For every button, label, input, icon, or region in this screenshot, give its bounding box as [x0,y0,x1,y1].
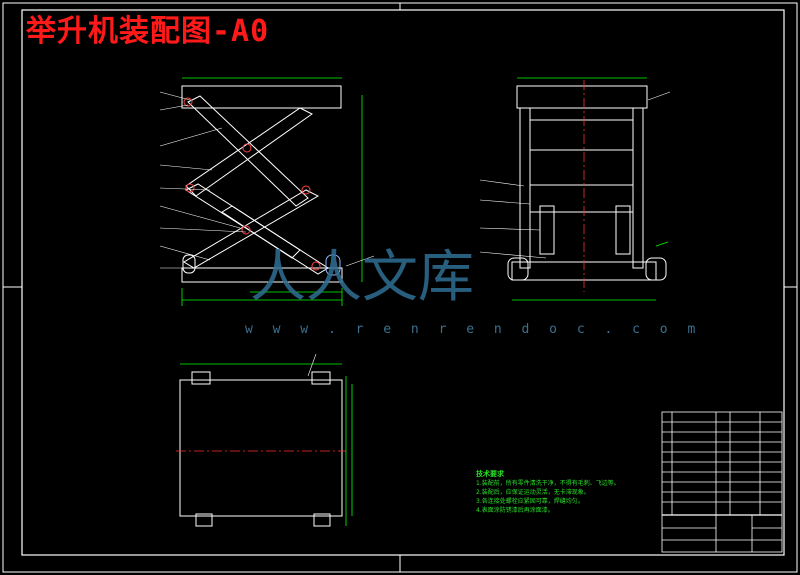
tech-line: 3.各连接处螺栓应紧固可靠，焊缝均匀。 [476,498,584,505]
drawing-title: 举升机装配图-A0 [26,14,270,49]
leader [159,164,213,171]
base-frame [181,267,343,283]
pivot-pin [241,225,251,235]
scissor-arm-a [187,95,309,207]
title-block [661,411,783,553]
leader [159,187,211,191]
side-view [507,85,667,281]
hydraulic-cylinder [221,205,301,259]
side-platform [516,85,648,109]
leader-lines [159,91,375,269]
side-roller-right [645,257,667,281]
leader [307,353,317,377]
side-post-right [632,107,644,269]
top-bracket [313,513,331,527]
tech-heading: 技术要求 [476,470,504,478]
side-post-left [519,107,531,269]
leader [479,199,531,205]
leader [159,205,241,229]
front-view [181,85,343,283]
pivot-pin [185,183,195,193]
leader [479,251,547,259]
scissor-arm-d [183,189,320,269]
watermark-logo: 人人文库 [250,245,474,310]
top-outline [179,379,343,517]
pivot-pin [183,97,193,107]
leader [479,179,525,187]
leader [345,255,375,267]
side-leaders [479,91,671,259]
inner-frame [21,9,785,556]
side-roller-left [507,257,529,281]
leader-green [655,241,669,247]
top-bracket [195,513,213,527]
top-view-dimensions [180,363,353,526]
tech-line: 2.装配后，应保证运动灵活，无卡滞现象。 [476,489,590,496]
pivot-pin [311,261,321,271]
side-cylinder-left [539,205,555,255]
leader [159,245,211,261]
side-view-dimensions [512,77,669,301]
tech-line: 4.表面涂防锈漆后再涂面漆。 [476,507,554,514]
roller-right [325,254,341,276]
leader [159,104,189,111]
leader [479,227,541,231]
tech-line: 1.装配前，所有零件清洗干净，不得有毛刺、飞边等。 [476,480,620,487]
technical-requirements: 技术要求 1.装配前，所有零件清洗干净，不得有毛刺、飞边等。 2.装配后，应保证… [476,470,620,515]
pivot-pin [242,143,252,153]
side-cylinder-right [615,205,631,255]
leader [159,227,247,233]
top-bracket [311,371,331,385]
front-view-dimensions [181,77,363,306]
pivot-pin [301,185,311,195]
leader [159,127,223,147]
watermark-url: w w w . r e n r e n d o c . c o m [245,322,702,337]
leader [159,91,191,101]
roller-left [182,254,196,274]
leader [647,91,671,101]
platform-top [181,85,342,109]
top-bracket [191,371,211,385]
top-view [179,371,343,527]
